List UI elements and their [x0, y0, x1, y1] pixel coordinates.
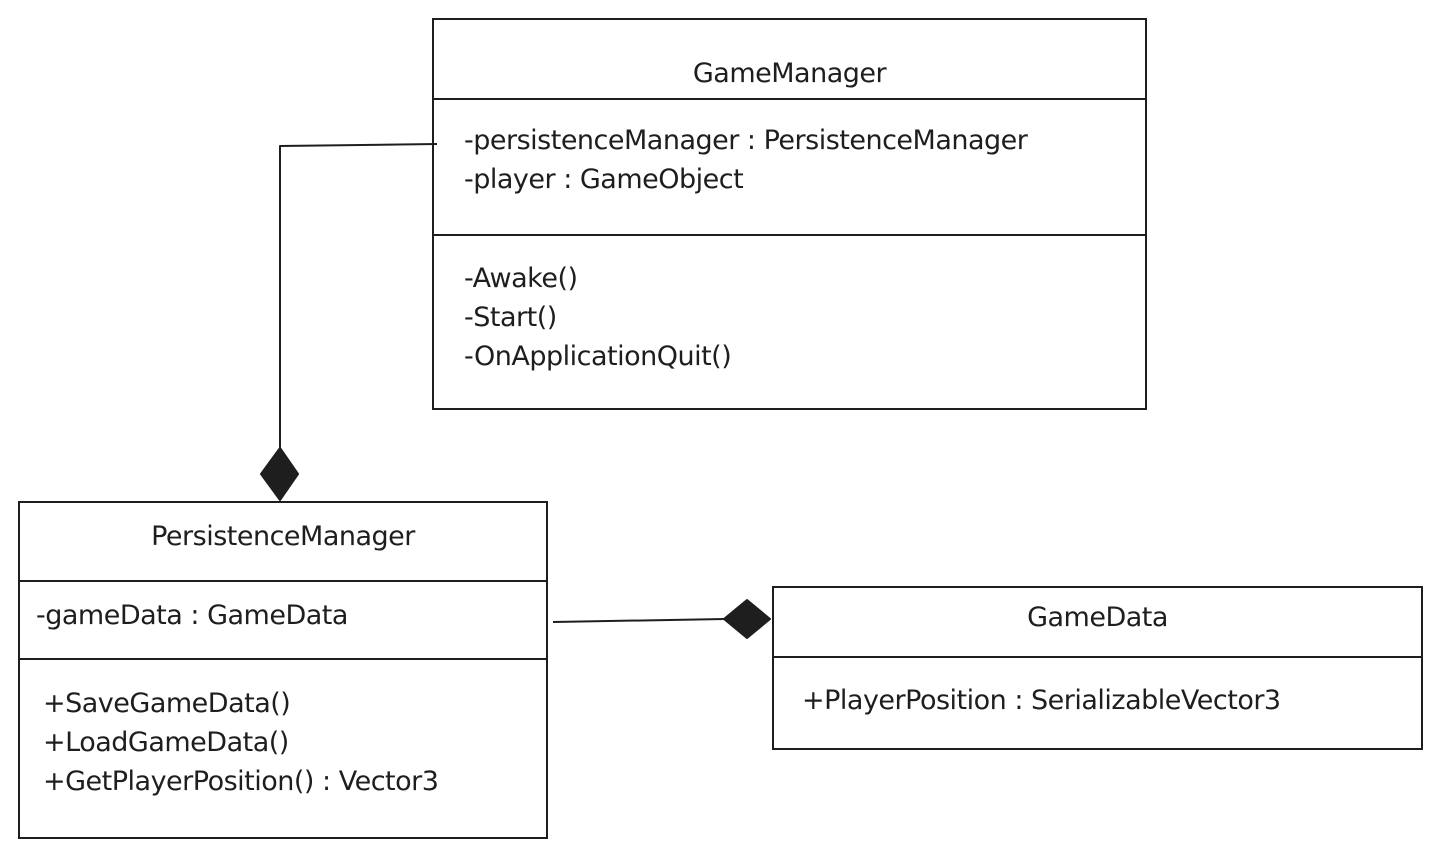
attribute: +PlayerPosition : SerializableVector3 — [802, 685, 1281, 716]
class-frame — [772, 586, 1423, 750]
class-gamedata[interactable]: GameData +PlayerPosition : SerializableV… — [772, 586, 1423, 750]
attribute: -gameData : GameData — [36, 600, 348, 631]
class-persistencemanager[interactable]: PersistenceManager -gameData : GameData … — [18, 501, 548, 839]
composition-diamond-gamedata — [723, 599, 771, 639]
operation-list: -Awake() -Start() -OnApplicationQuit() — [464, 259, 1147, 376]
attribute-list: +PlayerPosition : SerializableVector3 — [802, 681, 1423, 720]
operation: -Start() — [464, 302, 557, 333]
attribute: -player : GameObject — [464, 164, 744, 195]
class-divider — [18, 580, 548, 582]
class-name: GameManager — [692, 58, 887, 89]
operation-list: +SaveGameData() +LoadGameData() +GetPlay… — [43, 684, 548, 801]
attribute-list: -persistenceManager : PersistenceManager… — [464, 121, 1147, 199]
composition-diamond-persistencemanager — [260, 447, 299, 501]
class-frame — [432, 18, 1147, 410]
attribute: -persistenceManager : PersistenceManager — [464, 125, 1028, 156]
operation: -Awake() — [464, 263, 578, 294]
class-name: PersistenceManager — [151, 521, 415, 552]
class-frame — [18, 501, 548, 839]
operation: -OnApplicationQuit() — [464, 341, 732, 372]
operation: +SaveGameData() — [43, 688, 291, 719]
class-gamemanager[interactable]: GameManager -persistenceManager : Persis… — [432, 18, 1147, 410]
class-name: GameData — [1027, 602, 1168, 633]
operation: +GetPlayerPosition() : Vector3 — [43, 766, 439, 797]
class-divider — [772, 656, 1423, 658]
class-divider — [18, 658, 548, 660]
attribute-list: -gameData : GameData — [36, 596, 548, 635]
operation: +LoadGameData() — [43, 727, 289, 758]
composition-line-persistencemanager-gamedata — [552, 618, 726, 623]
class-divider — [432, 98, 1147, 100]
class-divider — [432, 234, 1147, 236]
composition-line-gamemanager-persistencemanager — [279, 143, 438, 450]
